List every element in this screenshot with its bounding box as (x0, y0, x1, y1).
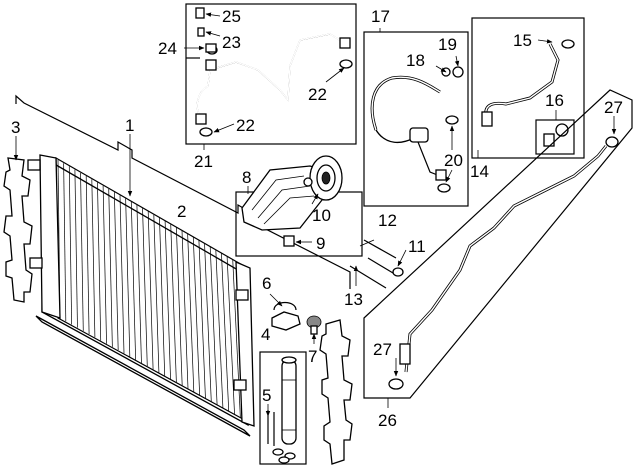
callout-26: 26 (378, 411, 397, 430)
leader-lines (13, 12, 617, 417)
callout-27-lower: 27 (373, 340, 392, 359)
right-seal (319, 319, 353, 465)
callout-12: 12 (378, 211, 397, 230)
callout-19: 19 (438, 35, 457, 54)
callout-20: 20 (444, 151, 463, 170)
callout-21: 21 (194, 152, 213, 171)
callout-25: 25 (222, 7, 241, 26)
callout-23: 23 (222, 33, 241, 52)
tube-assembly (388, 136, 619, 390)
callout-10: 10 (312, 206, 331, 225)
condenser-fins (57, 159, 253, 425)
callout-9: 9 (316, 234, 325, 253)
drier-kit-box (259, 351, 307, 465)
discharge-hose-box (185, 3, 357, 145)
callout-17: 17 (371, 7, 390, 26)
callout-27-upper: 27 (604, 98, 623, 117)
callout-6: 6 (262, 274, 271, 293)
callout-15: 15 (513, 31, 532, 50)
callout-24: 24 (158, 39, 177, 58)
callout-2: 2 (177, 202, 186, 221)
callout-18: 18 (406, 51, 425, 70)
callout-1: 1 (125, 116, 134, 135)
suction-hose-box (363, 31, 469, 207)
tube-assembly-box (363, 89, 633, 399)
callout-5: 5 (262, 386, 271, 405)
compressor (241, 155, 343, 247)
condenser (27, 154, 255, 437)
mounting-strips (349, 239, 404, 289)
liquid-line (481, 39, 575, 155)
callout-11: 11 (408, 237, 426, 256)
callout-labels: 1 2 3 4 5 6 7 8 9 10 11 12 13 14 15 16 1… (11, 7, 623, 430)
callout-3: 3 (11, 118, 20, 137)
callout-16: 16 (545, 91, 564, 110)
suction-hose (370, 66, 464, 193)
callout-13: 13 (344, 290, 363, 309)
callout-22-upper: 22 (308, 85, 327, 104)
callout-14: 14 (470, 162, 489, 181)
left-seal (3, 157, 33, 303)
discharge-hose (195, 33, 353, 137)
mounting-bracket (271, 301, 301, 331)
mounting-bolt (306, 315, 322, 335)
callout-22-lower: 22 (236, 116, 255, 135)
liquid-line-box (471, 17, 585, 159)
callout-7: 7 (308, 347, 317, 366)
callout-8: 8 (242, 168, 251, 187)
service-valve-parts (195, 7, 218, 55)
callout-4: 4 (261, 325, 270, 344)
